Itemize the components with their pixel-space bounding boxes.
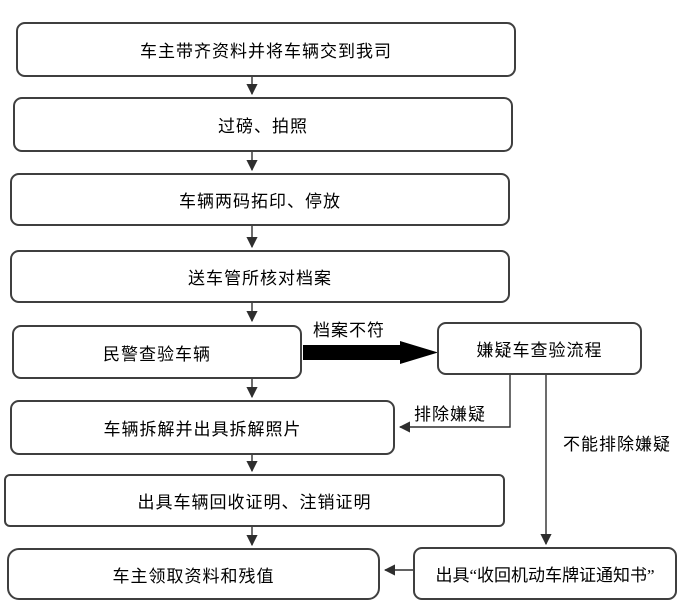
edge-label-file-mismatch: 档案不符 bbox=[313, 321, 385, 340]
flow-step-plate-notice-label: 出具“收回机动车牌证通知书” bbox=[435, 566, 655, 585]
flow-step-owner-collect-label: 车主领取资料和残值 bbox=[112, 566, 275, 586]
flow-step-certificates-label: 出具车辆回收证明、注销证明 bbox=[137, 493, 372, 512]
edge-label-suspicion-cleared: 排除嫌疑 bbox=[414, 405, 486, 424]
flow-step-plate-notice: 出具“收回机动车牌证通知书” bbox=[413, 547, 677, 600]
thick-arrow-police-suspect bbox=[303, 341, 438, 364]
flow-step-weigh-photo: 过磅、拍照 bbox=[13, 97, 513, 152]
flow-step-police-inspect: 民警查验车辆 bbox=[12, 325, 302, 379]
flow-step-police-inspect-label: 民警查验车辆 bbox=[103, 344, 211, 364]
flow-step-dismantle-label: 车辆拆解并出具拆解照片 bbox=[103, 420, 302, 439]
flow-step-code-rubbing-label: 车辆两码拓印、停放 bbox=[179, 192, 341, 211]
flow-step-deliver-label: 车主带齐资料并将车辆交到我司 bbox=[140, 42, 392, 61]
flow-step-dismantle: 车辆拆解并出具拆解照片 bbox=[10, 400, 395, 455]
flow-step-suspect-process-label: 嫌疑车查验流程 bbox=[476, 341, 603, 360]
flow-step-owner-collect: 车主领取资料和残值 bbox=[7, 548, 380, 600]
flow-step-deliver: 车主带齐资料并将车辆交到我司 bbox=[16, 22, 516, 77]
flow-step-weigh-photo-label: 过磅、拍照 bbox=[218, 117, 308, 136]
flow-step-archive-check-label: 送车管所核对档案 bbox=[188, 269, 332, 288]
flow-step-certificates: 出具车辆回收证明、注销证明 bbox=[4, 474, 505, 527]
flow-step-archive-check: 送车管所核对档案 bbox=[10, 250, 510, 303]
flow-step-suspect-process: 嫌疑车查验流程 bbox=[437, 322, 642, 375]
flow-step-code-rubbing: 车辆两码拓印、停放 bbox=[10, 173, 510, 226]
edge-label-suspicion-not-cleared: 不能排除嫌疑 bbox=[563, 435, 671, 454]
edge-suspect-dismantle bbox=[398, 375, 511, 433]
